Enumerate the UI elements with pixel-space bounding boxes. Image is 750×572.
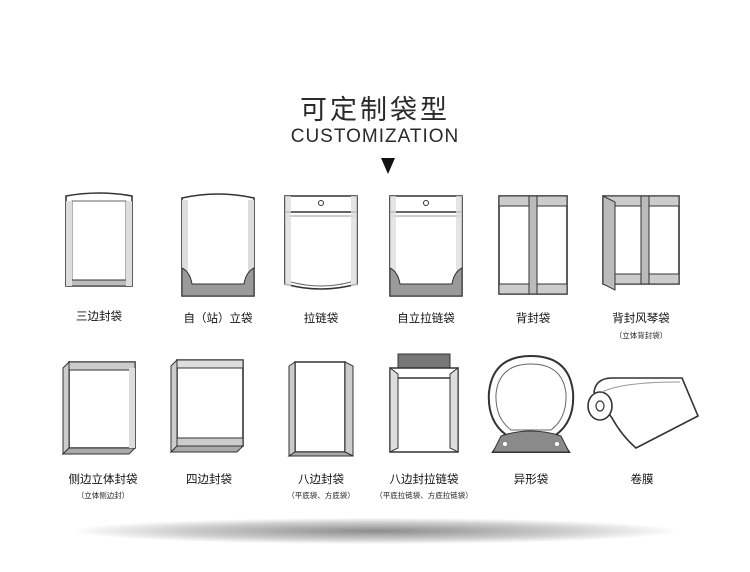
bag-label: 自立拉链袋 <box>397 311 455 325</box>
bag-item-shaped: 异形袋 <box>471 352 591 486</box>
bag-sublabel: （平底拉链袋、方底拉链袋） <box>375 491 473 500</box>
bag-item-zipper: 拉链袋 <box>261 190 381 325</box>
bag-item-eight-side-seal: 八边封袋 （平底袋、方底袋） <box>261 358 381 500</box>
bag-item-three-side-seal: 三边封袋 <box>39 190 159 323</box>
zipper-bag-icon <box>284 195 358 290</box>
bag-item-back-seal-gusset: 背封风琴袋 （立体背封袋） <box>581 190 701 340</box>
bag-item-stand-up: 自（站）立袋 <box>158 190 278 325</box>
bag-label: 八边封袋 <box>298 472 344 486</box>
bag-item-stand-up-zipper: 自立拉链袋 <box>366 190 486 325</box>
back-seal-bag-icon <box>498 195 568 295</box>
bag-label: 卷膜 <box>630 472 654 486</box>
bag-label: 背封袋 <box>515 311 551 325</box>
down-arrow-icon <box>381 158 395 174</box>
bag-item-back-seal: 背封袋 <box>473 190 593 325</box>
roll-film-icon <box>587 377 700 449</box>
bag-label: 自（站）立袋 <box>183 311 253 325</box>
bag-label: 背封风琴袋 <box>612 311 670 325</box>
stand-up-bag-icon <box>181 193 255 297</box>
bag-sublabel: （立体背封袋） <box>614 331 668 340</box>
bag-item-eight-side-zipper: 八边封拉链袋 （平底拉链袋、方底拉链袋） <box>364 352 484 500</box>
stand-up-zipper-bag-icon <box>389 195 463 297</box>
eight-side-seal-bag-icon <box>287 361 354 457</box>
bag-item-four-side-seal: 四边封袋 <box>149 358 269 486</box>
bag-sublabel: （平底袋、方底袋） <box>287 491 355 500</box>
bag-label: 异形袋 <box>513 472 549 486</box>
bag-label: 四边封袋 <box>186 472 232 486</box>
page-title-en: CUSTOMIZATION <box>290 126 460 147</box>
eight-side-zipper-bag-icon <box>389 353 459 453</box>
bag-label: 侧边立体封袋 <box>68 472 138 486</box>
back-seal-gusset-bag-icon <box>602 195 680 291</box>
bag-label: 八边封拉链袋 <box>389 472 459 486</box>
bag-item-side-gusset: 侧边立体封袋 （立体侧边封） <box>43 358 163 500</box>
bag-label: 拉链袋 <box>303 311 339 325</box>
bag-label: 三边封袋 <box>76 309 122 323</box>
four-side-seal-bag-icon <box>169 358 245 454</box>
side-gusset-bag-icon <box>61 360 137 456</box>
three-side-seal-bag-icon <box>65 192 133 287</box>
bag-sublabel: （立体侧边封） <box>76 491 130 500</box>
bag-item-roll-film: 卷膜 <box>582 362 702 486</box>
floor-shadow <box>75 518 675 544</box>
page-title-zh: 可定制袋型 <box>300 95 450 126</box>
shaped-bag-icon <box>487 354 575 453</box>
